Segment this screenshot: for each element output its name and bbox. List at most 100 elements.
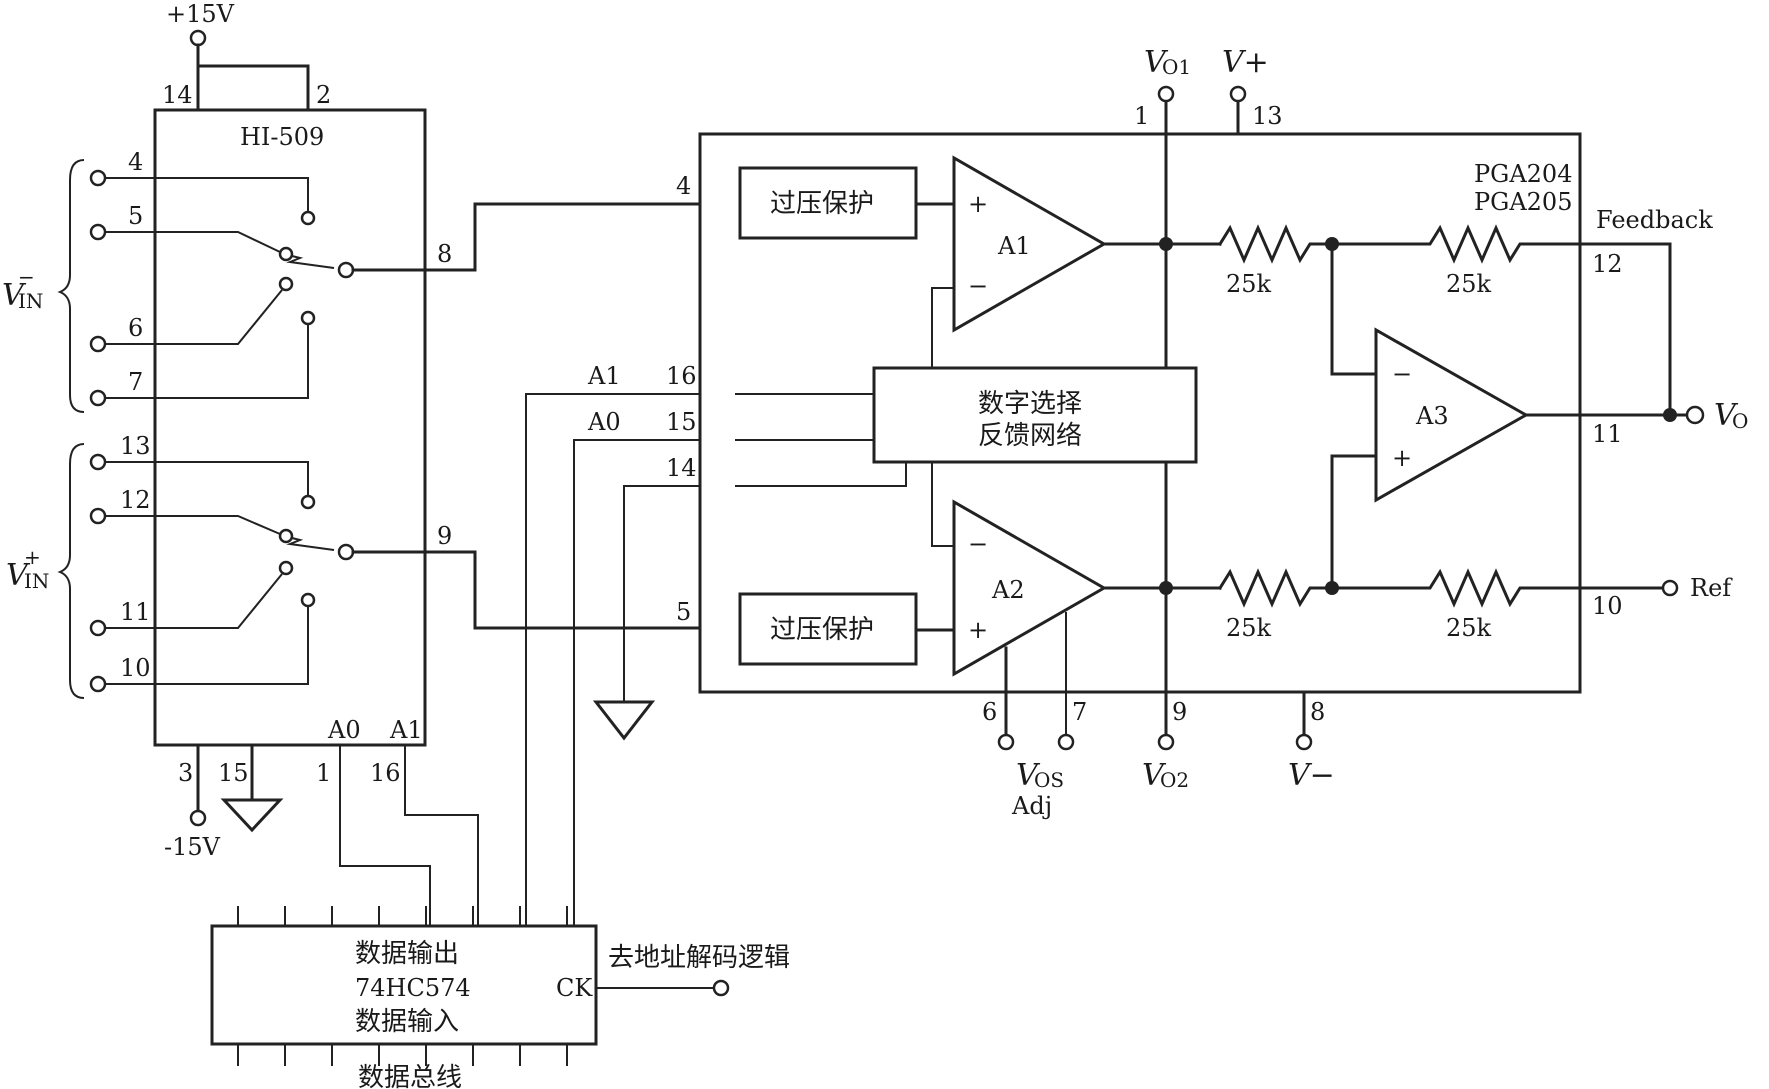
vo1-terminal xyxy=(1157,85,1175,103)
pga-name-1: PGA204 xyxy=(1474,160,1572,188)
bus-a1-label: A1 xyxy=(587,362,621,390)
vo-terminal xyxy=(1685,405,1705,425)
latch-line2: 74HC574 xyxy=(355,974,471,1002)
a3-minus: − xyxy=(1392,360,1412,388)
plus15-terminal xyxy=(189,29,207,47)
mux-in-13-terminal xyxy=(89,453,107,471)
pga-pin-12: 12 xyxy=(1592,250,1623,278)
vminus-terminal xyxy=(1295,733,1313,751)
a1-fb-wire xyxy=(931,287,954,368)
opamp-a1 xyxy=(952,155,1108,333)
mux-pin-10: 10 xyxy=(120,654,151,682)
vo-v: V xyxy=(1714,398,1739,433)
mux-wire-7 xyxy=(105,324,309,399)
pga-pin-8: 8 xyxy=(1310,698,1325,726)
network-input-wires xyxy=(735,393,907,487)
plus15-wire xyxy=(196,43,310,112)
vin-plus-brace xyxy=(57,443,85,699)
network-line1: 数字选择 xyxy=(978,389,1082,419)
vos-v: V xyxy=(1016,758,1041,793)
vo-sub: O xyxy=(1732,409,1748,433)
ref-label: Ref xyxy=(1690,574,1733,602)
mux-body xyxy=(153,108,427,747)
a3-inv-wire xyxy=(1330,242,1378,376)
vplus-terminal xyxy=(1229,85,1247,103)
vin-minus-sup: − xyxy=(18,265,35,289)
vos-sub: OS xyxy=(1034,768,1064,792)
mux-in-5-terminal xyxy=(89,223,107,241)
latch-top-pins xyxy=(237,906,568,926)
pga-pin-1: 1 xyxy=(1134,102,1149,130)
vos-adj: Adj xyxy=(1011,792,1052,820)
pga-pin-15: 15 xyxy=(666,408,697,436)
mux-contact-11 xyxy=(278,560,294,576)
opamp-a2 xyxy=(952,499,1108,677)
plus15-label: +15V xyxy=(166,0,235,28)
ovp-label-top: 过压保护 xyxy=(770,189,874,219)
mux-name: HI-509 xyxy=(240,123,324,151)
opamp-a2-label: A2 xyxy=(991,576,1025,604)
latch-body xyxy=(210,924,598,1046)
mux-pin-16: 16 xyxy=(370,759,401,787)
vo2-terminal xyxy=(1157,733,1175,751)
pga-pin-6: 6 xyxy=(982,698,997,726)
mux-wire-12 xyxy=(105,515,281,535)
mux-pin-13: 13 xyxy=(120,432,151,460)
pga-name-2: PGA205 xyxy=(1474,188,1572,216)
vo1-sub: O1 xyxy=(1162,55,1191,79)
latch-a0-wire xyxy=(573,439,735,926)
mux-contact-4 xyxy=(300,210,316,226)
mux-pin-6: 6 xyxy=(128,314,143,342)
opamp-a3 xyxy=(1374,327,1530,503)
mux-a0-label: A0 xyxy=(327,716,361,744)
pga-pin-11: 11 xyxy=(1592,420,1623,448)
opamp-a3-label: A3 xyxy=(1415,402,1449,430)
pga-pin-16: 16 xyxy=(666,362,697,390)
latch-bottom-pins xyxy=(237,1044,568,1066)
a2-plus: + xyxy=(968,616,988,644)
pga204-205: PGA204 PGA205 4 16 15 14 5 过压保护 过压保护 A1 … xyxy=(666,45,1748,820)
mux-contact-6 xyxy=(278,276,294,292)
mux-wiper-upper xyxy=(286,255,335,269)
vin-minus-brace xyxy=(57,159,85,413)
bus-a0-label: A0 xyxy=(587,408,621,436)
mux-a1-label: A1 xyxy=(389,716,423,744)
mux-in-7-terminal xyxy=(89,389,107,407)
mux-wire-6 xyxy=(105,289,283,345)
mux-pin-15: 15 xyxy=(218,759,249,787)
mux-pin-3: 3 xyxy=(178,759,193,787)
mux-pin-7: 7 xyxy=(128,368,143,396)
pga-pin-9: 9 xyxy=(1172,698,1187,726)
resistor-r4-label: 25k xyxy=(1446,614,1492,642)
mux-out-9-wire xyxy=(351,550,737,630)
latch-a1-wire xyxy=(525,393,735,926)
vin-plus-sup: + xyxy=(24,545,41,569)
resistor-upper-chain xyxy=(1217,224,1672,414)
mux-common-upper xyxy=(337,261,355,279)
mux-wire-5 xyxy=(105,231,281,253)
ref-terminal xyxy=(1661,579,1679,597)
mux-pin-1: 1 xyxy=(316,759,331,787)
vin-minus-v: V xyxy=(2,278,27,313)
mux-in-6-terminal xyxy=(89,335,107,353)
a1-minus: − xyxy=(968,272,988,300)
ck-terminal xyxy=(712,979,730,997)
latch-line1: 数据输出 xyxy=(355,939,459,969)
mux-wire-11 xyxy=(105,573,283,629)
mux-wire-13 xyxy=(105,461,309,496)
vo1-v: V xyxy=(1144,45,1169,80)
mux-in-4-terminal xyxy=(89,169,107,187)
latch-74hc574: 数据输出 74HC574 数据输入 CK 去地址解码逻辑 数据总线 A1 A0 xyxy=(210,362,790,1089)
resistor-r3-label: 25k xyxy=(1226,614,1272,642)
mux-in-10-terminal xyxy=(89,675,107,693)
mux-pin-11: 11 xyxy=(120,598,151,626)
ovp-box-top xyxy=(738,166,918,240)
vminus-label: V− xyxy=(1288,758,1335,793)
mux-a1-wire xyxy=(404,745,479,930)
latch-line3: 数据输入 xyxy=(355,1007,459,1037)
latch-ck-label: CK xyxy=(556,974,593,1002)
vin-plus-sub: IN xyxy=(24,569,49,593)
vplus-label: V+ xyxy=(1222,45,1269,80)
mux-contact-10 xyxy=(300,592,316,608)
